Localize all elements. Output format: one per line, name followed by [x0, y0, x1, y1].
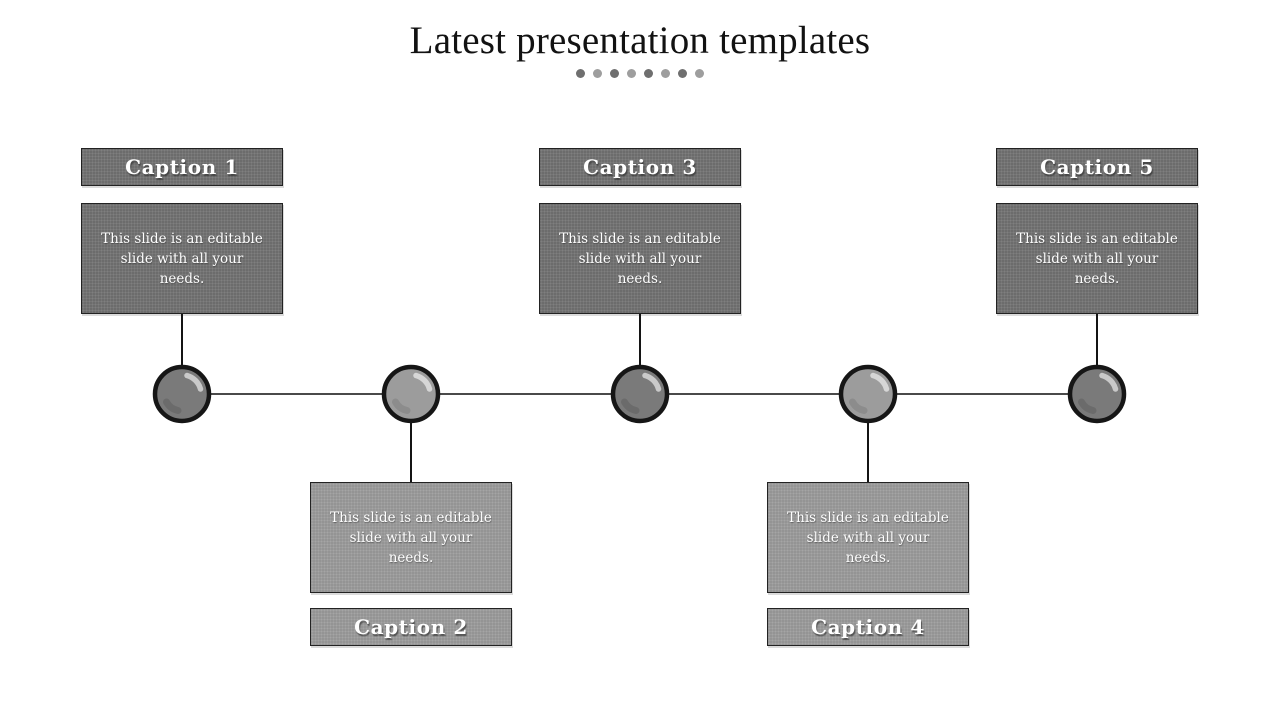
- connector-line-2: [410, 423, 412, 482]
- milestone-2: This slide is an editable slide with all…: [310, 0, 512, 720]
- node-highlight-4: [870, 372, 890, 392]
- caption-box-5[interactable]: Caption 5: [996, 148, 1198, 186]
- carousel-dot: [610, 69, 619, 78]
- carousel-dot: [627, 69, 636, 78]
- carousel-dot: [678, 69, 687, 78]
- text-box-4-text: This slide is an editable slide with all…: [787, 509, 949, 566]
- milestone-5: Caption 5 This slide is an editable slid…: [996, 0, 1198, 720]
- caption-box-1[interactable]: Caption 1: [81, 148, 283, 186]
- node-highlight-5: [1099, 372, 1119, 392]
- timeline-node-4[interactable]: [837, 363, 899, 425]
- node-shade-2: [392, 398, 411, 414]
- node-shade-1: [163, 398, 182, 414]
- caption-box-3[interactable]: Caption 3: [539, 148, 741, 186]
- text-box-2[interactable]: This slide is an editable slide with all…: [310, 482, 512, 593]
- milestone-1: Caption 1 This slide is an editable slid…: [81, 0, 283, 720]
- text-box-3-text: This slide is an editable slide with all…: [559, 230, 721, 287]
- text-box-2-text: This slide is an editable slide with all…: [330, 509, 492, 566]
- connector-line-1: [181, 314, 183, 365]
- carousel-dots: [0, 69, 1280, 78]
- text-box-1[interactable]: This slide is an editable slide with all…: [81, 203, 283, 314]
- text-box-5[interactable]: This slide is an editable slide with all…: [996, 203, 1198, 314]
- carousel-dot: [661, 69, 670, 78]
- caption-box-2[interactable]: Caption 2: [310, 608, 512, 646]
- node-highlight-3: [642, 372, 662, 392]
- node-highlight-1: [184, 372, 204, 392]
- caption-box-4[interactable]: Caption 4: [767, 608, 969, 646]
- connector-line-4: [867, 423, 869, 482]
- carousel-dot: [576, 69, 585, 78]
- node-shade-3: [621, 398, 640, 414]
- node-shade-5: [1078, 398, 1097, 414]
- carousel-dot: [593, 69, 602, 78]
- node-highlight-2: [413, 372, 433, 392]
- text-box-1-text: This slide is an editable slide with all…: [101, 230, 263, 287]
- carousel-dot: [695, 69, 704, 78]
- connector-line-5: [1096, 314, 1098, 365]
- text-box-3[interactable]: This slide is an editable slide with all…: [539, 203, 741, 314]
- node-shade-4: [849, 398, 868, 414]
- timeline-node-1[interactable]: [151, 363, 213, 425]
- connector-line-3: [639, 314, 641, 365]
- slide-title[interactable]: Latest presentation templates: [409, 19, 871, 62]
- milestone-3: Caption 3 This slide is an editable slid…: [539, 0, 741, 720]
- carousel-dot: [644, 69, 653, 78]
- timeline-node-3[interactable]: [609, 363, 671, 425]
- milestone-4: This slide is an editable slide with all…: [767, 0, 969, 720]
- text-box-5-text: This slide is an editable slide with all…: [1016, 230, 1178, 287]
- text-box-4[interactable]: This slide is an editable slide with all…: [767, 482, 969, 593]
- timeline-node-5[interactable]: [1066, 363, 1128, 425]
- timeline-node-2[interactable]: [380, 363, 442, 425]
